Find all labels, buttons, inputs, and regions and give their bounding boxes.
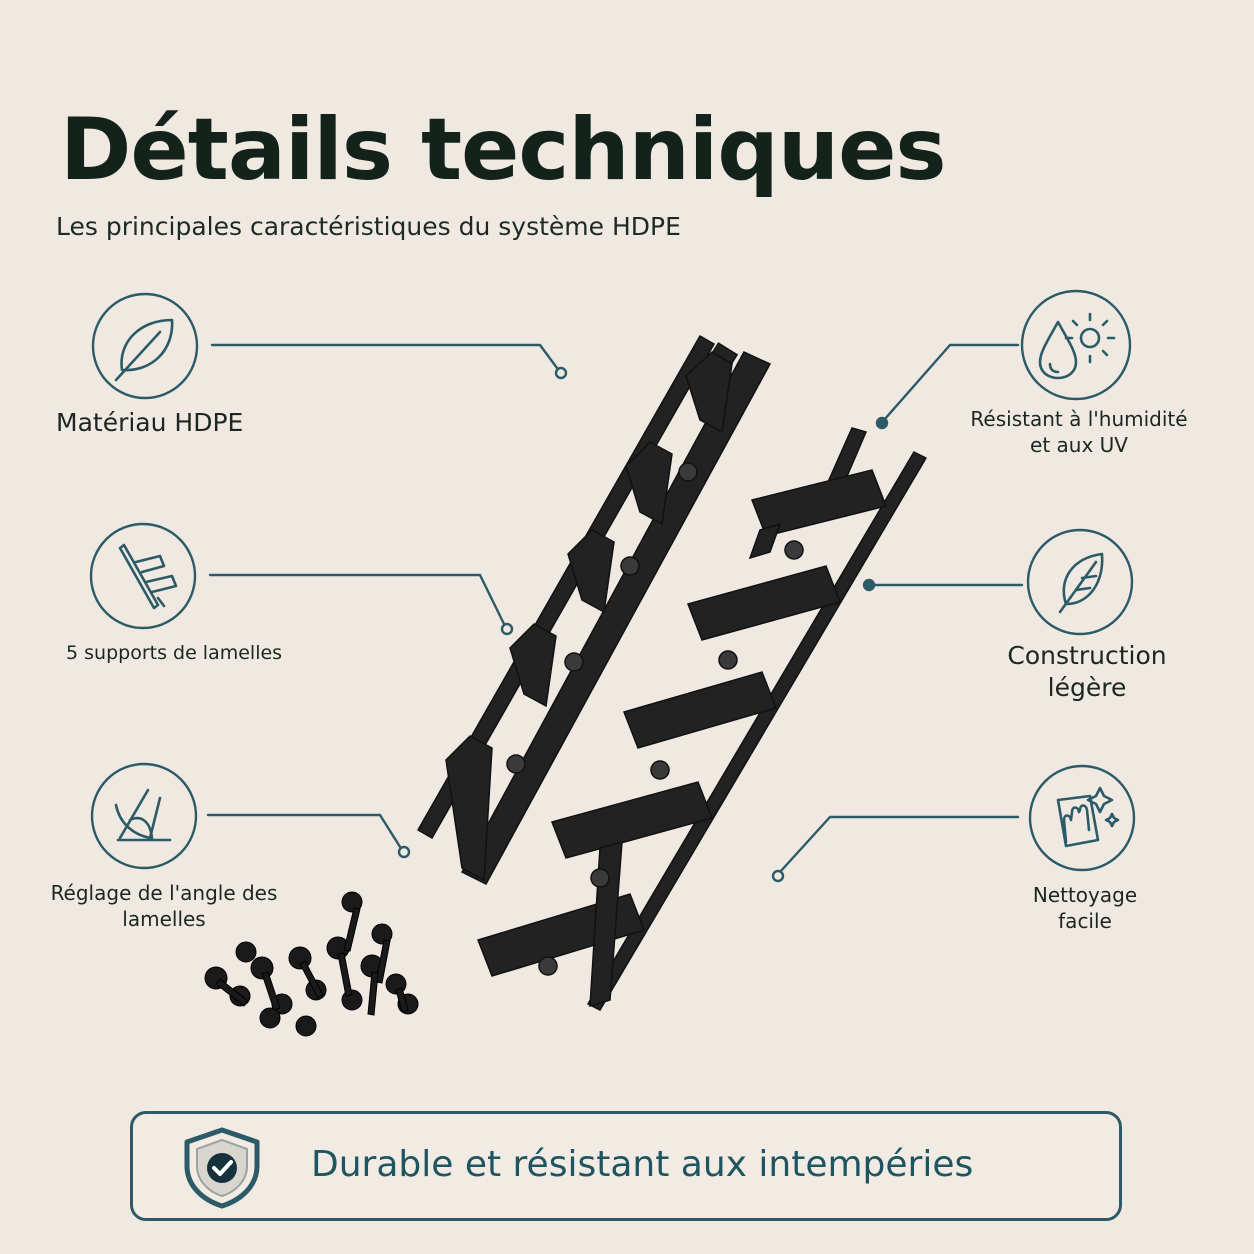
connector-dot: [862, 578, 876, 592]
connector-dot: [771, 869, 785, 883]
feature-label-angle-line1: Réglage de l'angle des: [50, 881, 278, 905]
feature-label-material: Matériau HDPE: [56, 408, 244, 437]
feature-label-light-line1: Construction: [1007, 641, 1167, 670]
durability-banner: Durable et résistant aux intempéries: [130, 1111, 1122, 1221]
connector-line: [206, 813, 404, 852]
icon-circle: [89, 522, 197, 630]
connector-line: [882, 343, 1020, 422]
icon-circle: [1020, 289, 1132, 401]
connector-dot: [500, 622, 514, 636]
feature-label-angle-line2: lamelles: [122, 907, 206, 931]
page-title: Détails techniques: [60, 100, 947, 200]
icon-circle: [91, 292, 199, 400]
water-sun-icon: [1038, 312, 1116, 380]
feature-label-cleaning: Nettoyage facile: [1010, 882, 1160, 934]
angle-adjust-icon: [114, 788, 172, 842]
connector-line: [208, 573, 507, 628]
feature-label-cleaning-line2: facile: [1058, 909, 1112, 933]
product-rail-left: [416, 334, 772, 885]
feather-icon: [1058, 552, 1104, 614]
feature-callouts: [89, 289, 1136, 1037]
connector-line: [778, 815, 1020, 874]
feature-label-light: Construction légère: [980, 640, 1194, 704]
feature-label-humidity-line1: Résistant à l'humidité: [970, 407, 1188, 431]
shield-check-icon: [184, 1127, 260, 1209]
connector-dot: [875, 416, 889, 430]
feature-label-humidity-line2: et aux UV: [1030, 433, 1128, 457]
banner-text: Durable et résistant aux intempéries: [311, 1144, 974, 1185]
leaf-icon: [114, 318, 174, 382]
feature-label-humidity: Résistant à l'humidité et aux UV: [954, 406, 1204, 458]
connector-dot: [554, 366, 568, 380]
feature-label-cleaning-line1: Nettoyage: [1032, 883, 1138, 907]
feature-label-angle: Réglage de l'angle des lamelles: [36, 880, 292, 932]
feature-label-light-line2: légère: [1047, 673, 1127, 702]
page-subtitle: Les principales caractéristiques du syst…: [56, 212, 681, 241]
screws-pile: [204, 891, 419, 1037]
icon-circle: [1026, 528, 1134, 636]
slat-support-icon: [118, 543, 178, 610]
connector-dot: [397, 845, 411, 859]
product-rail-right: [477, 427, 928, 1011]
connector-line: [210, 343, 562, 374]
cleaning-hand-icon: [1056, 786, 1120, 848]
icon-circle: [90, 762, 198, 870]
feature-label-supports: 5 supports de lamelles: [66, 642, 283, 664]
icon-circle: [1028, 764, 1136, 872]
